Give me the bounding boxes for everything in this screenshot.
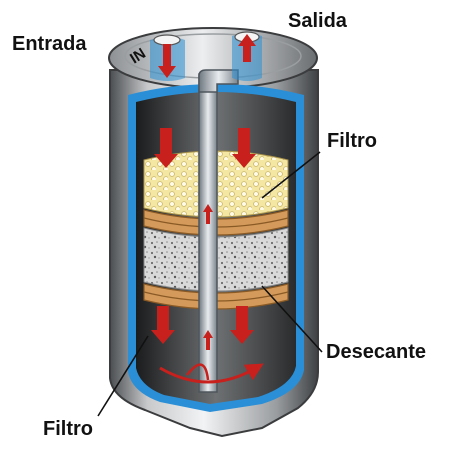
label-filter-top: Filtro xyxy=(327,130,377,153)
label-desiccant: Desecante xyxy=(326,341,426,364)
label-outlet: Salida xyxy=(288,10,347,33)
label-filter-bottom: Filtro xyxy=(43,418,93,441)
label-inlet: Entrada xyxy=(12,33,86,56)
